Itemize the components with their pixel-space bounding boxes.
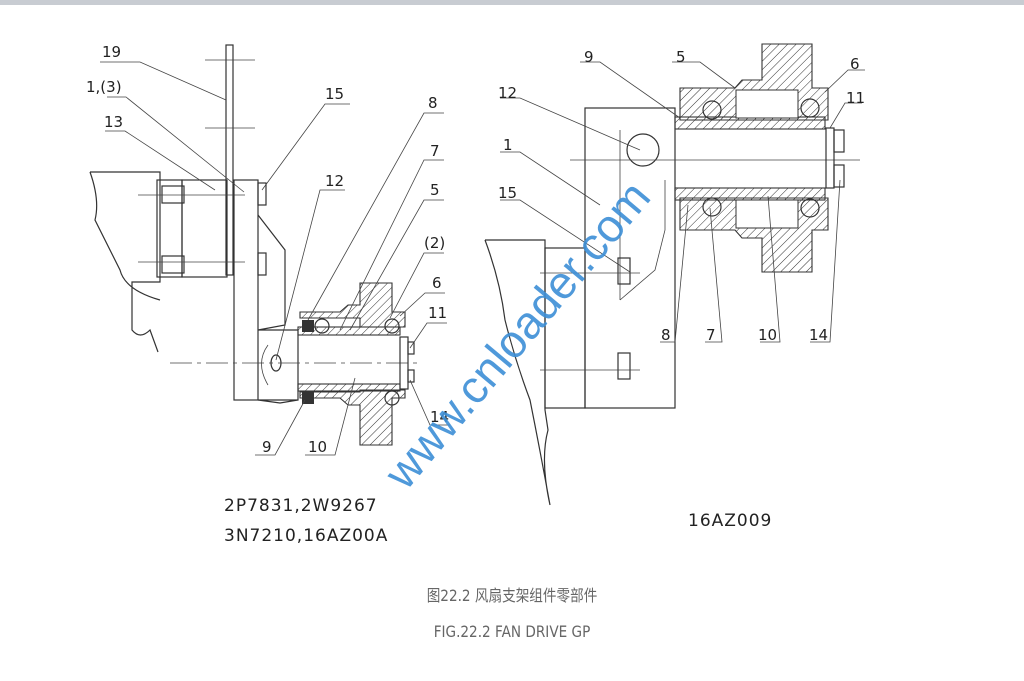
- label-10: 10: [308, 438, 327, 456]
- label-1-3: 1,(3): [86, 78, 122, 96]
- label-8: 8: [428, 94, 438, 112]
- adapter-13: [181, 179, 228, 278]
- leader-line: [349, 199, 444, 331]
- bearing-6: [384, 318, 400, 334]
- stud: [161, 185, 185, 204]
- leader-line: [580, 61, 681, 119]
- bearing-6: [384, 390, 400, 406]
- leader-line: [255, 399, 306, 456]
- label-7: 7: [706, 326, 716, 344]
- leader-line: [107, 96, 245, 193]
- leader-line: [810, 179, 841, 343]
- leader-line: [829, 102, 862, 129]
- bracket-web: [257, 214, 299, 404]
- bolt-head-15: [617, 257, 631, 285]
- label-12: 12: [498, 84, 517, 102]
- label-7: 7: [430, 142, 440, 160]
- label-2: (2): [424, 234, 445, 252]
- retainer-plate-11: [825, 127, 835, 189]
- left-part-numbers-2: 3N7210,16AZ00A: [224, 526, 388, 546]
- stud: [161, 255, 185, 274]
- leader-line: [760, 195, 781, 343]
- leader-line: [307, 112, 444, 321]
- leader-line: [500, 151, 601, 206]
- plate-19: [225, 44, 234, 276]
- label-15: 15: [325, 85, 344, 103]
- label-8: 8: [661, 326, 671, 344]
- label-14: 14: [809, 326, 828, 344]
- adapter-flange: [156, 179, 183, 278]
- bearing-7: [702, 100, 722, 120]
- seal-9: [302, 392, 314, 404]
- bolt-head-15: [257, 182, 267, 206]
- label-9: 9: [584, 48, 594, 66]
- label-11: 11: [846, 89, 865, 107]
- label-15: 15: [498, 184, 517, 202]
- spacer-10-upper: [674, 116, 826, 130]
- label-6: 6: [850, 55, 860, 73]
- label-11: 11: [428, 304, 447, 322]
- leader-line: [261, 103, 350, 191]
- grease-fitting-12: [626, 133, 660, 167]
- boss-arc: [261, 344, 269, 386]
- leader-line: [339, 159, 444, 331]
- label-14: 14: [430, 408, 449, 426]
- top-border: [0, 0, 1024, 5]
- watermark: www.cnloader.com: [373, 171, 660, 499]
- right-part-number: 16AZ009: [688, 511, 772, 531]
- left-view: 19 1,(3) 13 15 12 8 7 5 (2) 6 11 14 9 10…: [86, 43, 450, 546]
- left-part-numbers-1: 2P7831,2W9267: [224, 496, 378, 516]
- bearing-7: [314, 318, 330, 334]
- label-6: 6: [432, 274, 442, 292]
- label-19: 19: [102, 43, 121, 61]
- bearing-7: [702, 197, 722, 217]
- leader-line: [705, 207, 723, 343]
- hub-cavity: [735, 89, 799, 119]
- leader-line: [660, 204, 689, 343]
- engine-block-outline: [89, 171, 161, 353]
- spacer-10-lower: [674, 187, 826, 201]
- caption-english: FIG.22.2 FAN DRIVE GP: [433, 622, 591, 641]
- bolt-14: [833, 129, 845, 153]
- label-13: 13: [104, 113, 123, 131]
- label-5: 5: [676, 48, 686, 66]
- pulley-hub-5-lower: [299, 389, 406, 446]
- label-1: 1: [503, 136, 513, 154]
- spacer-10-lower: [297, 383, 401, 392]
- leader-line: [389, 252, 444, 319]
- label-10: 10: [758, 326, 777, 344]
- hub-cavity: [735, 199, 799, 229]
- bolt-14: [407, 341, 415, 355]
- bearing-6: [800, 198, 820, 218]
- label-9: 9: [262, 438, 272, 456]
- right-view: 9 5 6 11 12 1 15 8 7 10 14 16AZ009: [484, 43, 865, 531]
- caption-chinese: 图22.2 风扇支架组件零部件: [426, 586, 598, 605]
- leader-line: [100, 61, 227, 101]
- leader-line: [824, 69, 865, 93]
- spacer-10-upper: [297, 326, 401, 336]
- bolt-head: [257, 252, 267, 276]
- bolt-14: [833, 164, 845, 188]
- leader-line: [672, 61, 736, 89]
- bolt-head: [617, 352, 631, 380]
- bolt-14: [407, 369, 415, 383]
- label-12: 12: [325, 172, 344, 190]
- seal-8: [302, 320, 314, 332]
- engine-block-outline: [484, 239, 551, 506]
- leader-line: [409, 322, 447, 349]
- leader-line: [500, 199, 631, 273]
- bracket-web: [619, 130, 666, 301]
- retainer-plate-11: [399, 336, 409, 390]
- leader-line: [105, 130, 216, 191]
- leader-line: [399, 292, 445, 317]
- bracket-1: [233, 179, 259, 401]
- bracket-1: [584, 107, 676, 409]
- leader-line: [305, 377, 356, 456]
- leader-line: [500, 97, 641, 151]
- leader-line: [409, 379, 450, 426]
- label-5: 5: [430, 181, 440, 199]
- leader-line: [275, 189, 345, 361]
- bearing-6: [800, 98, 820, 118]
